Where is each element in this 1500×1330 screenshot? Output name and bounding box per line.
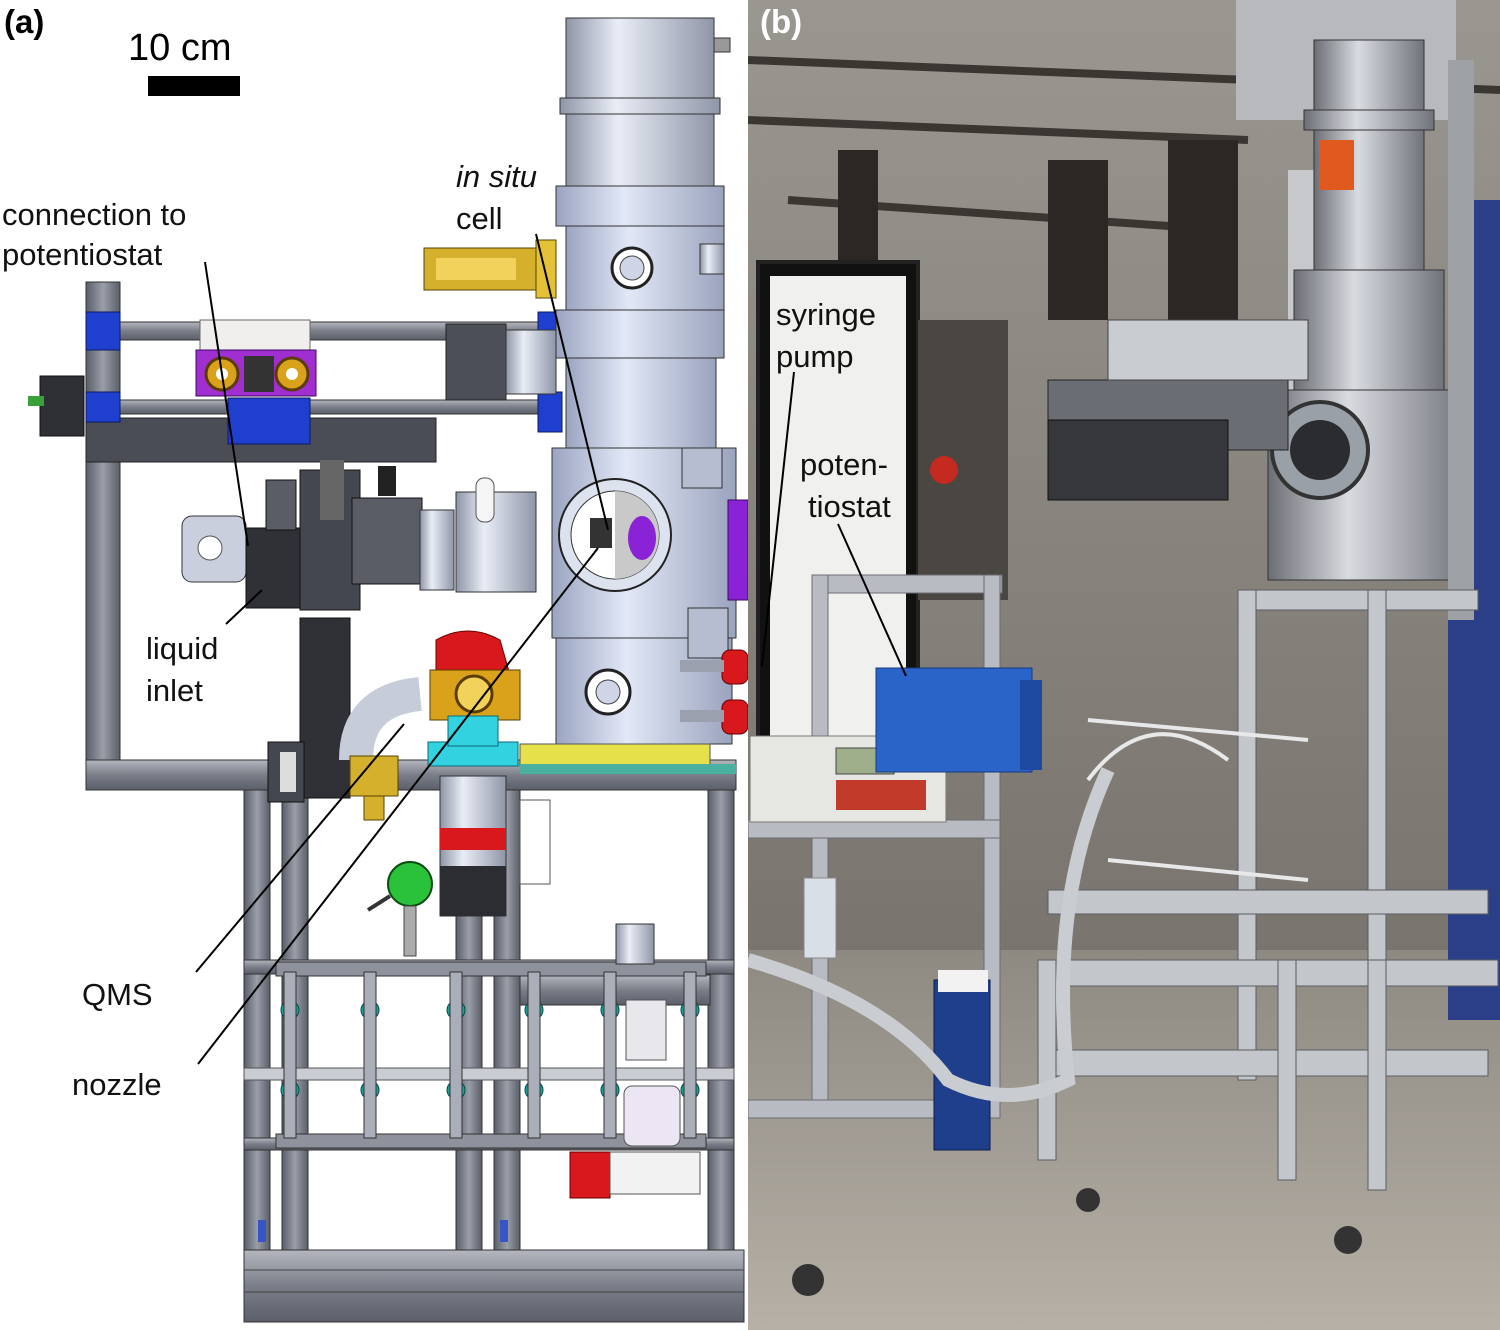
panel-letter-a: (a) xyxy=(4,3,45,40)
liquid-inlet-assembly xyxy=(339,630,551,917)
leader-syringe xyxy=(761,371,795,667)
leader-qms xyxy=(195,723,405,973)
label-nozzle: nozzle xyxy=(72,1067,162,1102)
uhv-chamber xyxy=(1047,39,1474,620)
label-connection-line1: connection to xyxy=(2,197,187,232)
label-qms: QMS xyxy=(82,977,153,1012)
lab-photo-svg xyxy=(748,0,1500,1330)
scale-bar-label: 10 cm xyxy=(128,27,232,69)
leader-nozzle xyxy=(197,547,599,1065)
transfer-arm xyxy=(195,319,557,401)
label-potentiostat-line2: tiostat xyxy=(808,489,891,524)
label-syringe-line1: syringe xyxy=(776,297,876,332)
brass-feedthrough xyxy=(423,239,557,299)
photo-leader-lines xyxy=(761,371,907,677)
flex-hose xyxy=(748,767,1115,1102)
label-liquid-line1: liquid xyxy=(146,631,219,666)
leader-potentiostat xyxy=(837,523,907,677)
label-insitu-line1: in situ xyxy=(456,159,537,194)
panel-b-photograph: (b) syringe pump poten- tiostat xyxy=(748,0,1500,1330)
label-liquid-line2: inlet xyxy=(146,673,203,708)
vacuum-chamber xyxy=(519,17,748,774)
label-insitu-line2: cell xyxy=(456,201,503,236)
cad-drawing-svg xyxy=(28,17,748,1323)
potentiostat-box xyxy=(875,667,1042,773)
pressure-gauge xyxy=(366,861,433,957)
leader-lines xyxy=(195,233,609,1065)
leader-liquid xyxy=(225,589,263,625)
main-rack xyxy=(1037,589,1499,1191)
gas-lines xyxy=(1086,718,1309,882)
panel-a-cad-drawing: (a) 10 cm connection to potentiostat in … xyxy=(0,0,748,1330)
qms-assembly xyxy=(181,460,537,803)
left-bracket xyxy=(39,375,85,437)
label-syringe-line2: pump xyxy=(776,339,854,374)
leader-connection xyxy=(204,261,249,547)
label-potentiostat-line1: poten- xyxy=(800,447,888,482)
leader-insitu xyxy=(535,233,609,531)
panel-letter-b: (b) xyxy=(760,3,803,40)
scale-bar xyxy=(148,76,240,96)
label-connection-line2: potentiostat xyxy=(2,237,163,272)
gas-manifold xyxy=(275,923,707,1199)
